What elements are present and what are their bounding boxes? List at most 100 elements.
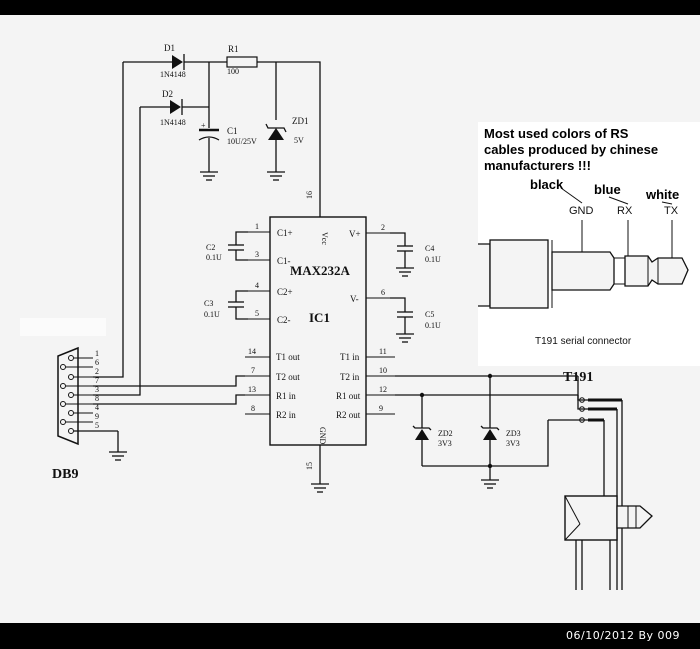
db9-pin-6: 6 [95, 358, 99, 367]
footer-bar [0, 623, 700, 649]
capacitor-c2-symbol [228, 231, 248, 261]
db9-pin-5: 5 [95, 421, 99, 430]
pin-name-c2m: C2- [277, 315, 291, 325]
ic1-name: MAX232A [290, 263, 351, 278]
pin-name-c1m: C1- [277, 256, 291, 266]
r1-ref: R1 [228, 44, 239, 54]
ic1-body [269, 216, 367, 446]
pin-name-t1out: T1 out [276, 352, 300, 362]
svg-text:+: + [201, 121, 206, 130]
d1-ref: D1 [164, 43, 175, 53]
pin-number-16: 16 [305, 191, 314, 199]
signal-label-gnd: GND [569, 205, 594, 217]
zd3-value: 3V3 [506, 439, 520, 448]
pin-name-vminus: V- [350, 294, 359, 304]
pin-number-7: 7 [251, 366, 255, 375]
c4-value: 0.1U [425, 255, 441, 264]
db9-pin-1: 1 [95, 349, 99, 358]
pin-number-8: 8 [251, 404, 255, 413]
diode-d2-symbol [140, 62, 210, 128]
zd3-ref: ZD3 [506, 429, 521, 438]
diode-d1-symbol [123, 54, 209, 70]
signal-label-tx: TX [664, 205, 679, 217]
zd2-value: 3V3 [438, 439, 452, 448]
c1-ref: C1 [227, 126, 238, 136]
c4-ref: C4 [425, 244, 434, 253]
white-patch [20, 318, 106, 336]
pin-name-t2in: T2 in [340, 372, 360, 382]
pin-number-2: 2 [381, 223, 385, 232]
db9-pin-9: 9 [95, 412, 99, 421]
pin-name-c2p: C2+ [277, 287, 293, 297]
c3-value: 0.1U [204, 310, 220, 319]
pin-number-5: 5 [255, 309, 259, 318]
pin-name-gnd: GND [318, 427, 327, 445]
pin-name-vcc: Vcc [320, 232, 329, 245]
pin-number-6: 6 [381, 288, 385, 297]
ic1-pin-leads [245, 231, 395, 415]
db9-pin-8: 8 [95, 394, 99, 403]
pin-number-11: 11 [379, 347, 387, 356]
pin-name-c1p: C1+ [277, 228, 293, 238]
vcc-rail [209, 61, 321, 217]
db9-pin-2: 2 [95, 367, 99, 376]
t191-label: T191 [563, 370, 593, 385]
zd1-ref: ZD1 [292, 116, 309, 126]
r1-value: 100 [227, 67, 239, 76]
zd1-value: 5V [294, 136, 304, 145]
db9-pin-4: 4 [95, 403, 99, 412]
zd2-ref: ZD2 [438, 429, 453, 438]
c2-value: 0.1U [206, 253, 222, 262]
pin-name-t1in: T1 in [340, 352, 360, 362]
db9-label: DB9 [52, 467, 78, 482]
note-line-3: manufacturers !!! [484, 158, 591, 173]
db9-wiring [93, 62, 245, 405]
ic1-ref: IC1 [309, 310, 330, 325]
d2-ref: D2 [162, 89, 173, 99]
db9-pin-3: 3 [95, 385, 99, 394]
pin-name-r2out: R2 out [336, 410, 361, 420]
c5-ref: C5 [425, 310, 434, 319]
zener-zd3-symbol [480, 376, 500, 489]
jack-plug-drawing [478, 187, 689, 309]
color-label-black: black [530, 177, 564, 192]
pin-number-15: 15 [305, 462, 314, 470]
ic1-ground [311, 445, 329, 493]
t191-plug-symbol [564, 397, 653, 590]
pin-name-vplus: V+ [349, 229, 361, 239]
c2-ref: C2 [206, 243, 215, 252]
d2-value: 1N4148 [160, 118, 186, 127]
d1-value: 1N4148 [160, 70, 186, 79]
resistor-r1-symbol [226, 56, 258, 68]
note-line-1: Most used colors of RS [484, 126, 629, 141]
capacitor-c1-symbol: + [198, 121, 220, 181]
capacitor-c4-symbol [390, 232, 414, 277]
color-label-white: white [645, 187, 679, 202]
note-line-2: cables produced by chinese [484, 142, 658, 157]
pin-number-10: 10 [379, 366, 387, 375]
pin-number-3: 3 [255, 250, 259, 259]
db9-pin-7: 7 [95, 376, 99, 385]
pin-number-12: 12 [379, 385, 387, 394]
pin-number-1: 1 [255, 222, 259, 231]
footer-credit: 06/10/2012 By 009 [566, 629, 680, 642]
c3-ref: C3 [204, 299, 213, 308]
pin-number-4: 4 [255, 281, 259, 290]
connector-caption: T191 serial connector [535, 336, 632, 347]
db9-connector-symbol [57, 346, 127, 461]
color-label-blue: blue [594, 182, 621, 197]
pin-name-t2out: T2 out [276, 372, 300, 382]
zener-zd2-symbol [412, 395, 432, 466]
c1-value: 10U/25V [227, 137, 257, 146]
pin-number-14: 14 [248, 347, 256, 356]
pin-number-9: 9 [379, 404, 383, 413]
t191-wiring [395, 373, 588, 469]
capacitor-c3-symbol [228, 290, 248, 320]
signal-label-rx: RX [617, 205, 633, 217]
pin-name-r1out: R1 out [336, 391, 361, 401]
capacitor-c5-symbol [390, 297, 414, 343]
pin-name-r1in: R1 in [276, 391, 296, 401]
pin-name-r2in: R2 in [276, 410, 296, 420]
c5-value: 0.1U [425, 321, 441, 330]
pin-number-13: 13 [248, 385, 256, 394]
